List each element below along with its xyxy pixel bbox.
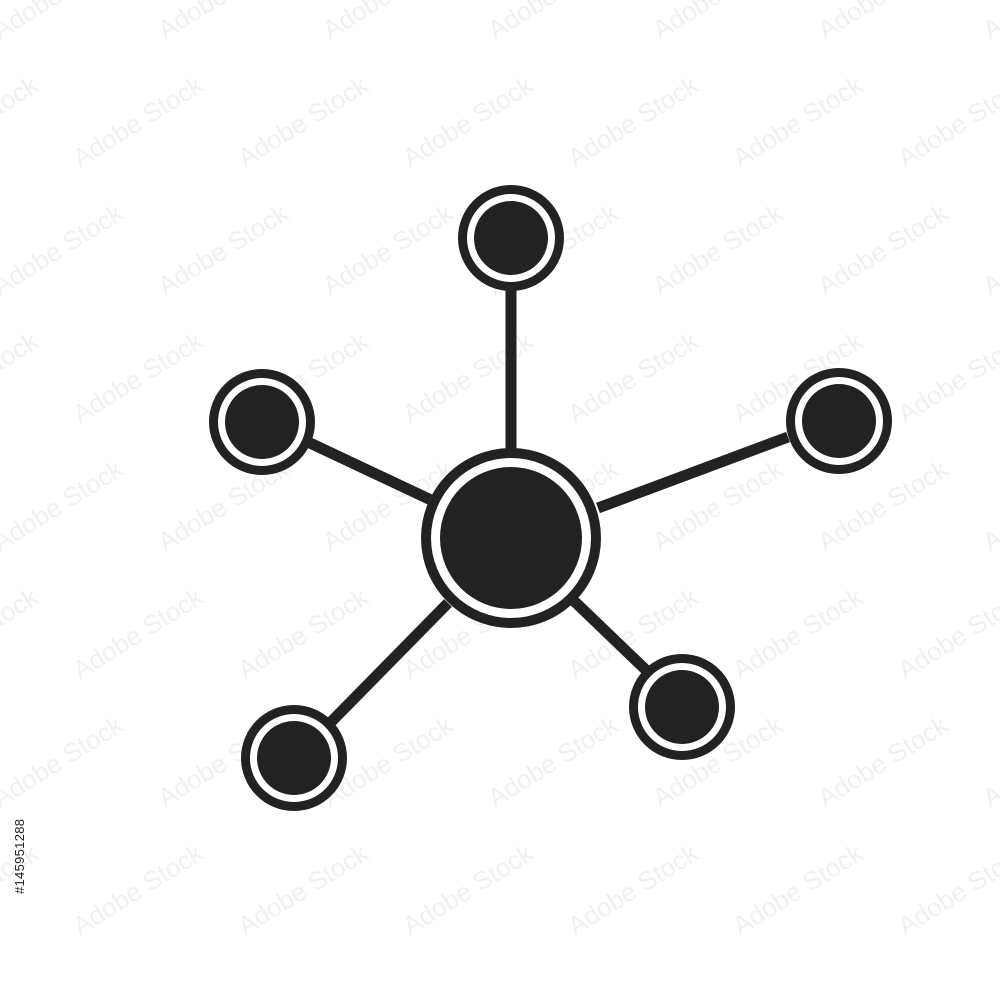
connector-line-bottom-right — [569, 596, 652, 676]
stock-image-id: #145951288 — [12, 818, 27, 894]
satellite-node-bottom-right — [629, 654, 735, 760]
satellite-node-top — [458, 185, 564, 291]
connector-line-bottom-left — [327, 599, 452, 726]
satellite-node-bottom-left — [241, 705, 347, 811]
center-node — [421, 448, 601, 628]
connector-line-left — [307, 438, 434, 505]
satellite-node-left — [209, 369, 315, 475]
satellite-node-right — [786, 368, 892, 474]
connector-line-right — [596, 431, 790, 514]
